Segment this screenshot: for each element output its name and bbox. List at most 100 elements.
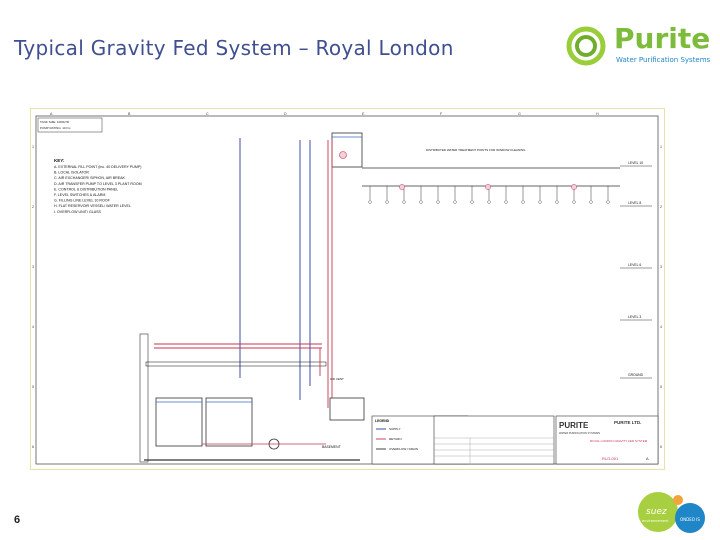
header-block — [37, 117, 103, 133]
key-item: E. CONTROL & DISTRIBUTION PANEL — [54, 187, 118, 191]
outlet-valve-icon — [487, 200, 491, 204]
engineering-drawing: A B C D E F G H 1 1 2 2 3 3 4 4 5 5 6 6 TANK SIZE: 1000LTR… — [30, 108, 665, 470]
row-ref-right: 1 — [660, 145, 662, 149]
break-tank-1 — [155, 397, 203, 447]
distribution-marker-icon — [399, 184, 405, 190]
level-label: LEVEL 3 — [628, 315, 641, 319]
legend-item: SUPPLY — [389, 427, 401, 431]
level-lines: LEVEL 10 LEVEL 8 LEVEL 6 LEVEL 3 GROUND BASEM… — [322, 161, 652, 449]
outlet-valve-icon — [521, 200, 525, 204]
outlet-valve-icon — [606, 200, 610, 204]
header-line-2: PUMP RATING: 10 l/m — [40, 126, 71, 130]
column-ref: D — [284, 112, 287, 116]
column-ref: C — [206, 112, 209, 116]
key-item: I. OVERFLOW UNIT/ GLASS — [54, 210, 102, 214]
outlet-valve-icon — [589, 200, 593, 204]
level-label: BASEMENT — [322, 445, 341, 449]
outlet-valve-icon — [453, 200, 457, 204]
row-ref-right: 2 — [660, 205, 662, 209]
title-block-drawing-title: ROYAL LONDON GRAVITY FED SYSTEM — [590, 439, 648, 443]
key-title: KEY: — [54, 158, 65, 163]
level-label: LEVEL 6 — [628, 263, 641, 267]
legend-item: RETURN — [389, 437, 402, 441]
distribution-marker-icon — [571, 184, 577, 190]
level-label: LEVEL 8 — [628, 201, 641, 205]
roof-tank-marker — [339, 151, 347, 159]
purite-tagline: Water Purification Systems — [616, 56, 711, 64]
page-number: 6 — [14, 514, 21, 526]
title-block-company: PURITE LTD. — [614, 420, 641, 425]
notes-block — [433, 415, 555, 465]
slide-title: Typical Gravity Fed System – Royal Londo… — [14, 36, 454, 60]
legend-list: SUPPLY RETURN OVERFLOW / DRAIN — [376, 427, 418, 451]
purite-logo: Purite Water Purification Systems — [566, 22, 710, 70]
level-label: GROUND — [628, 373, 644, 377]
column-ref: H — [596, 112, 599, 116]
column-ref: E — [362, 112, 365, 116]
row-ref: 3 — [32, 265, 34, 269]
key-item: G. FILLING LINE LEVEL 10 ROOF — [54, 199, 111, 203]
row-ref-right: 6 — [660, 445, 662, 449]
purite-swirl-icon — [566, 26, 606, 66]
control-panel — [329, 397, 365, 421]
outlet-valve-icon — [470, 200, 474, 204]
suez-leaf-icon — [638, 492, 678, 532]
key-item: C. AIR EXCHANGER/ SIPHON, AIR BREAK — [54, 176, 125, 180]
row-ref: 1 — [32, 145, 34, 149]
distribution-marker-icon — [485, 184, 491, 190]
ground-slab — [145, 361, 327, 367]
outlet-valve-icon — [385, 200, 389, 204]
outlet-valve-icon — [402, 200, 406, 204]
suez-wordmark: suez — [646, 507, 667, 517]
row-ref-right: 5 — [660, 385, 662, 389]
drawing-border — [35, 115, 659, 465]
distribution-note: DISTRIBUTED WATER TREATMENT POINTS FOR W… — [426, 148, 526, 152]
row-ref: 4 — [32, 325, 34, 329]
header-line-1: TANK SIZE: 1000LTR — [40, 120, 70, 124]
outlet-valve-icon — [572, 200, 576, 204]
row-ref: 6 — [32, 445, 34, 449]
ondeo-badge-icon — [675, 503, 705, 533]
external-fill-column — [139, 333, 149, 463]
outlet-valve-icon — [555, 200, 559, 204]
row-references: 1 1 2 2 3 3 4 4 5 5 6 6 — [32, 145, 662, 449]
roof-tank — [331, 132, 363, 168]
key-item: F. LEVEL SWITCHES & ALARM — [54, 193, 105, 197]
suez-sun-icon — [673, 495, 683, 505]
title-block-brand: PURITE — [559, 421, 589, 430]
legend-title: LEGEND — [375, 419, 390, 423]
column-references: A B C D E F G H — [50, 112, 599, 116]
outlet-valve-icon — [419, 200, 423, 204]
key-item: A. EXTERNAL FILL POINT (Inc. 40 DELIVERY… — [54, 165, 141, 169]
legend-item: OVERFLOW / DRAIN — [389, 447, 418, 451]
suez-tagline: environnement — [642, 519, 669, 523]
row-ref-right: 4 — [660, 325, 662, 329]
notes-rows — [434, 437, 554, 464]
key-item: D. AIR TRANSFER PUMP TO LEVEL 3 PLANT RO… — [54, 182, 142, 186]
suez-logo: suez environnement ONDEO IS — [638, 492, 705, 533]
row-ref-right: 3 — [660, 265, 662, 269]
level-label: LEVEL 10 — [628, 161, 643, 165]
outlet-valve-icon — [538, 200, 542, 204]
title-block-subtitle: WATER PURIFICATION SYSTEMS — [559, 431, 600, 435]
key-list: A. EXTERNAL FILL POINT (Inc. 40 DELIVERY… — [54, 165, 142, 214]
column-ref: A — [50, 112, 53, 116]
vent-label: AIR VENT — [330, 377, 344, 381]
outlet-valve-icon — [504, 200, 508, 204]
column-ref: G — [518, 112, 521, 116]
column-ref: B — [128, 112, 131, 116]
row-ref: 5 — [32, 385, 34, 389]
ondeo-badge: ONDEO IS — [680, 517, 700, 522]
key-item: B. LOCAL ISOLATOR — [54, 171, 89, 175]
row-ref: 2 — [32, 205, 34, 209]
key-item: H. FLAT RESERVOIR VESSEL/ WATER LEVEL — [54, 204, 131, 208]
title-block — [555, 415, 659, 465]
purite-wordmark: Purite — [614, 22, 711, 55]
title-block-drawing-no: RLG-001 — [602, 456, 619, 461]
column-ref: F — [440, 112, 443, 116]
title-block-rev: A — [646, 456, 649, 461]
outlet-valve-icon — [436, 200, 440, 204]
outlet-group — [368, 184, 610, 204]
break-tank-2 — [205, 397, 253, 447]
outlet-valve-icon — [368, 200, 372, 204]
